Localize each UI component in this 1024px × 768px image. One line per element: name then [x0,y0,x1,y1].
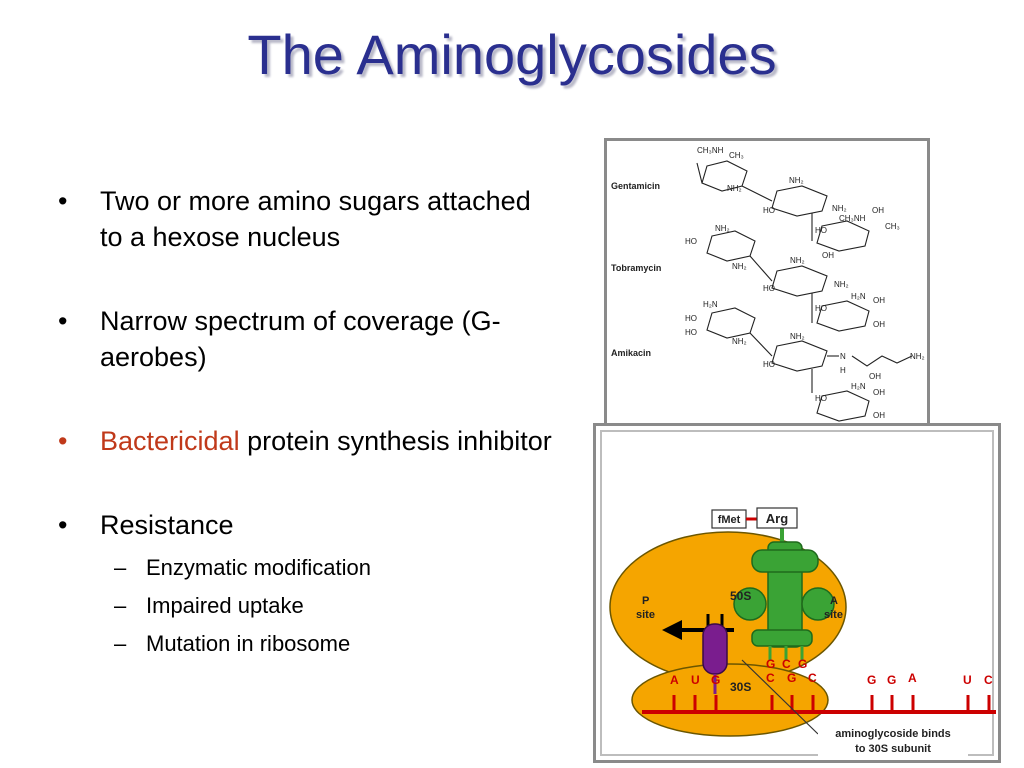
group-label: NH₂ [732,337,747,346]
bullet-text: Resistance [100,510,234,540]
drug-name-label: Tobramycin [611,263,661,273]
group-label: HO [815,226,827,235]
anticodon-letter: G [766,657,775,671]
group-label: HO [685,237,697,246]
sub-bullet-list: –Enzymatic modification –Impaired uptake… [100,549,558,663]
trna-shape [733,526,835,660]
codon-letter: G [787,671,796,685]
group-label: HO [815,304,827,313]
structures-figure: CH₃NH CH₃ NH₂ NH₂ HO NH₂ CH₃NH OH CH₃ HO… [604,138,930,428]
aminoglycoside-drug [702,623,728,675]
codon-letter: C [808,671,817,685]
group-label: N [840,352,846,361]
30s-label: 30S [730,680,751,694]
a-site-label: site [824,609,843,621]
group-label: OH [873,388,885,397]
slide-title: The Aminoglycosides [247,23,777,86]
group-label: H₂N [851,382,866,391]
group-label: H [840,366,846,375]
group-label: HO [763,360,775,369]
group-label: NH₂ [790,332,805,341]
group-label: OH [822,251,834,260]
bullet-text: protein synthesis inhibitor [239,426,552,456]
group-label: NH₂ [715,224,730,233]
group-label: OH [873,411,885,420]
bullet-dot: • [58,510,68,540]
drug-name-label: Amikacin [611,348,651,358]
anticodon-letter: G [798,657,807,671]
group-label: HO [685,314,697,323]
sub-bullet-text: Enzymatic modification [146,555,371,580]
group-label: OH [872,206,884,215]
group-label: NH₂ [832,204,847,213]
codon-letter: C [766,671,775,685]
group-label: HO [763,206,775,215]
codon-letter: U [691,673,700,687]
group-label: NH₂ [910,352,925,361]
group-label: CH₃NH [697,146,724,155]
group-label: OH [869,372,881,381]
p-site-label: site [636,609,655,621]
sub-bullet-item: –Impaired uptake [114,593,304,618]
bullet-text: Two or more amino sugars attached to a h… [100,186,531,252]
fmet-label: fMet [718,514,741,526]
bullet-item: • Narrow spectrum of coverage (G- aerobe… [58,303,558,375]
codon-letter: G [867,673,876,687]
ribosome-frame: fMet Arg 50S 30S P site A site A [600,430,996,756]
mrna-ticks [672,695,991,712]
sub-bullet-text: Impaired uptake [146,593,304,618]
group-label: H₂N [851,292,866,301]
callout-text: to 30S subunit [855,743,931,755]
group-label: NH₂ [789,176,804,185]
codon-letter: A [908,671,917,685]
codon-letter: G [711,673,720,687]
sub-bullet-item: –Mutation in ribosome [114,631,351,656]
group-label: HO [815,394,827,403]
group-label: NH₂ [732,262,747,271]
bullet-accent-text: Bactericidal [100,426,240,456]
sub-bullet-text: Mutation in ribosome [146,631,351,656]
bullet-dot: • [58,426,68,456]
group-label: NH₂ [834,280,849,289]
ribosome-30s [631,663,829,737]
p-site-label: P [642,595,649,607]
group-label: HO [763,284,775,293]
bullet-item: • Bactericidal protein synthesis inhibit… [58,423,558,459]
callout-text: aminoglycoside binds [835,728,951,740]
ribosome-diagram: fMet Arg 50S 30S P site A site A [609,507,996,756]
codon-letter: A [670,673,679,687]
arrow-head [662,620,682,640]
a-site-label: A [830,595,838,607]
codon-letter: G [887,673,896,687]
sub-bullet-item: –Enzymatic modification [114,555,371,580]
bullet-item: • Resistance –Enzymatic modification –Im… [58,507,558,663]
bullet-item: • Two or more amino sugars attached to a… [58,183,558,255]
group-label: NH₂ [727,184,742,193]
group-label: CH₃NH [839,214,866,223]
bullet-list: • Two or more amino sugars attached to a… [58,183,558,711]
structures-drawing: CH₃NH CH₃ NH₂ NH₂ HO NH₂ CH₃NH OH CH₃ HO… [611,146,925,422]
ribosome-figure: fMet Arg 50S 30S P site A site A [593,423,1001,763]
codon-letter: U [963,673,972,687]
anticodon-letter: C [782,657,791,671]
codon-letter: C [984,673,993,687]
group-label: HO [685,328,697,337]
group-label: H₂N [703,300,718,309]
50s-label: 50S [730,589,751,603]
bullet-text: Narrow spectrum of coverage (G- aerobes) [100,306,501,372]
arg-label: Arg [766,511,788,526]
group-label: CH₃ [729,151,744,160]
bullet-dot: • [58,306,68,336]
group-label: OH [873,320,885,329]
bullet-dot: • [58,186,68,216]
group-label: NH₂ [790,256,805,265]
group-label: OH [873,296,885,305]
drug-name-label: Gentamicin [611,181,660,191]
group-label: CH₃ [885,222,900,231]
